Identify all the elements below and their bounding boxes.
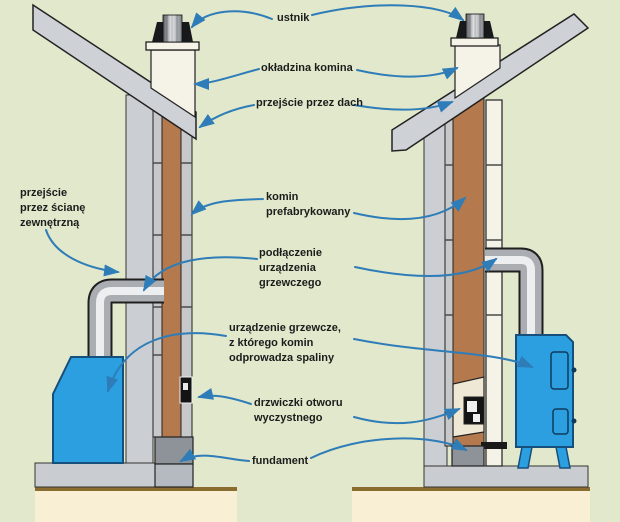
- right-chimney-cap-plate: [450, 37, 499, 47]
- arrow-drzwiczki-left: [197, 388, 252, 405]
- arrow-podlaczenie-left: [143, 256, 258, 292]
- label-line: grzewczego: [259, 277, 322, 289]
- right-foundation: [451, 445, 485, 467]
- arrow-komin-right: [353, 196, 467, 221]
- label-line: przejście przez dach: [256, 97, 363, 109]
- arrow-sciana: [45, 229, 120, 277]
- label-line: urządzenia: [259, 262, 316, 274]
- label-line: wyczystnego: [254, 412, 323, 424]
- label-line: ustnik: [277, 12, 310, 24]
- right-stove-upper-knob: [571, 367, 577, 373]
- left-floor-slab: [34, 462, 157, 488]
- arrow-urzadzenie-right: [353, 338, 534, 368]
- label-line: przejście: [20, 187, 68, 199]
- left-mouthpiece-ribs: [166, 15, 178, 42]
- arrow-fundament-right: [310, 437, 468, 459]
- label-line: odprowadza spaliny: [229, 352, 335, 364]
- right-ground: [352, 491, 590, 522]
- left-house: [32, 3, 237, 522]
- arrow-fundament-left: [179, 448, 250, 463]
- label-line: przez ścianę: [20, 202, 86, 214]
- right-chimney-base-bracket: [481, 442, 507, 449]
- arrow-dach-right: [353, 101, 454, 113]
- label-line: podłączenie: [259, 247, 322, 259]
- arrow-podlaczenie-right: [354, 257, 498, 277]
- left-pipe-highlight: [96, 287, 164, 357]
- left-chimney-cap-plate: [145, 41, 200, 51]
- label-okladzina-komina: okładzina komina: [261, 61, 353, 76]
- right-chimney-segment-joints: [445, 164, 502, 316]
- label-line: urządzenie grzewcze,: [229, 322, 341, 334]
- right-cleanout-door-latch: [473, 414, 480, 422]
- right-house: [352, 13, 590, 522]
- right-stove-lower-knob: [571, 418, 577, 424]
- right-mouthpiece-ribs: [469, 14, 481, 38]
- right-ground-line: [352, 487, 590, 491]
- label-komin-prefabrykowany: komin prefabrykowany: [266, 190, 350, 220]
- left-chimney-segment-joints: [153, 162, 192, 356]
- right-flue-pipe: [485, 247, 544, 336]
- label-przejscie-przez-dach: przejście przez dach: [256, 96, 363, 111]
- label-line: prefabrykowany: [266, 206, 351, 218]
- left-chimney-lining-left: [152, 94, 163, 438]
- arrow-okladzina-left: [193, 68, 260, 90]
- arrow-dach-left: [198, 104, 255, 129]
- left-roof: [32, 3, 197, 141]
- label-line: drzwiczki otworu: [254, 397, 343, 409]
- right-cleanout-door-panel: [467, 401, 477, 412]
- callout-arrows: [45, 4, 534, 463]
- arrow-drzwiczki-right: [353, 408, 461, 425]
- left-cleanout-door-detail: [183, 383, 188, 390]
- arrow-okladzina-right: [356, 67, 459, 80]
- left-chimney-mouthpiece: [162, 14, 183, 43]
- label-drzwiczki: drzwiczki otworu wyczystnego: [254, 396, 343, 426]
- label-line: okładzina komina: [261, 62, 353, 74]
- right-floor-slab: [423, 465, 589, 488]
- left-foundation-lower: [154, 463, 194, 488]
- left-foundation: [154, 436, 194, 465]
- right-pipe-highlight: [485, 256, 535, 336]
- label-line: z którego komin: [229, 337, 314, 349]
- arrow-urzadzenie-left: [106, 332, 227, 393]
- label-przejscie-przez-sciane: przejście przez ścianę zewnętrzną: [20, 186, 85, 231]
- label-line: fundament: [252, 455, 309, 467]
- left-boiler: [52, 356, 124, 464]
- right-stove-lower-door: [552, 408, 569, 435]
- arrow-ustnik-left: [190, 10, 273, 29]
- right-chimney-inner-cladding: [485, 99, 503, 467]
- left-flue-pipe: [87, 278, 164, 357]
- left-ground-line: [35, 487, 237, 491]
- right-roof: [391, 13, 590, 152]
- right-stove-upper-door: [550, 351, 569, 390]
- arrow-komin-left: [190, 198, 264, 216]
- label-urzadzenie-grzewcze: urządzenie grzewcze, z którego komin odp…: [229, 321, 341, 366]
- label-podlaczenie-urzadzenia: podłączenie urządzenia grzewczego: [259, 246, 322, 291]
- label-line: zewnętrzną: [20, 217, 80, 229]
- label-ustnik: ustnik: [277, 11, 309, 26]
- left-ground: [35, 491, 237, 522]
- label-line: komin: [266, 191, 299, 203]
- arrow-ustnik-right: [311, 4, 465, 22]
- label-fundament: fundament: [252, 454, 308, 469]
